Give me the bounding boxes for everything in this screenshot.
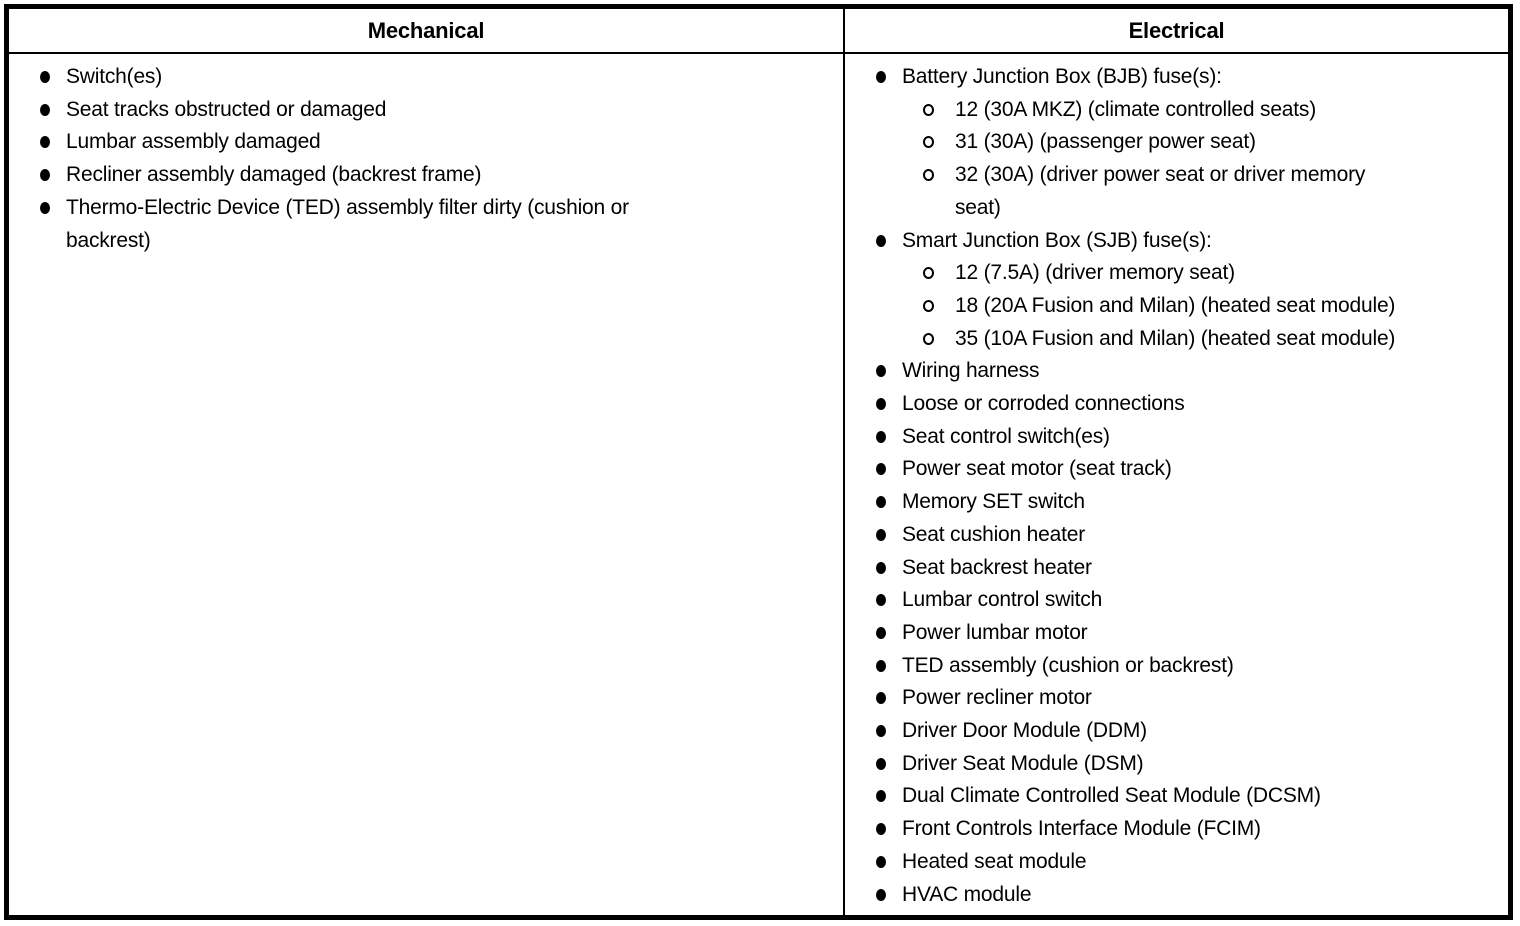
circle-icon <box>923 103 934 116</box>
circle-icon <box>923 332 934 345</box>
bullet-icon <box>40 103 50 116</box>
list-item: Lumbar assembly damaged <box>9 126 843 159</box>
list-item: Smart Junction Box (SJB) fuse(s): <box>845 225 1508 258</box>
list-item: Driver Door Module (DDM) <box>845 715 1508 748</box>
bullet-icon <box>876 626 886 639</box>
sub-list-item-label: 18 (20A Fusion and Milan) (heated seat m… <box>955 293 1396 317</box>
list-item: Thermo-Electric Device (TED) assembly fi… <box>9 192 843 257</box>
list-item-label: Front Controls Interface Module (FCIM) <box>902 817 1261 841</box>
list-item: Seat backrest heater <box>845 552 1508 585</box>
list-item-label: Driver Door Module (DDM) <box>902 719 1147 743</box>
bullet-icon <box>876 659 886 672</box>
list-item: Seat control switch(es) <box>845 421 1508 454</box>
mechanical-list: Switch(es) Seat tracks obstructed or dama… <box>9 54 845 915</box>
bullet-icon <box>40 169 50 182</box>
list-item: Switch(es) <box>9 61 843 94</box>
list-item-label: Battery Junction Box (BJB) fuse(s): <box>902 65 1222 88</box>
diagnosis-table: Mechanical Electrical Switch(es) Seat tra… <box>4 4 1513 920</box>
list-item: Seat tracks obstructed or damaged <box>9 94 843 127</box>
list-item-label: Seat control switch(es) <box>902 424 1110 448</box>
electrical-list: Battery Junction Box (BJB) fuse(s): 12 (3… <box>845 54 1508 915</box>
bullet-icon <box>876 692 886 705</box>
list-item: Lumbar control switch <box>845 584 1508 617</box>
circle-icon <box>923 299 934 312</box>
bullet-icon <box>876 790 886 803</box>
list-item-label: Seat tracks obstructed or damaged <box>66 97 387 121</box>
list-item-label: Power lumbar motor <box>902 620 1088 644</box>
list-item-label: Switch(es) <box>66 65 163 88</box>
bullet-icon <box>876 725 886 738</box>
list-item-label: Recliner assembly damaged (backrest fram… <box>66 163 482 187</box>
bullet-icon <box>876 757 886 770</box>
list-item-label: Loose or corroded connections <box>902 392 1185 416</box>
sub-list-item-label: 12 (7.5A) (driver memory seat) <box>955 261 1235 285</box>
column-header-electrical: Electrical <box>845 9 1508 54</box>
column-header-mechanical: Mechanical <box>9 9 845 54</box>
list-item: Seat cushion heater <box>845 519 1508 552</box>
list-item-label: Dual Climate Controlled Seat Module (DCS… <box>902 784 1321 808</box>
list-item-label: Power recliner motor <box>902 686 1092 710</box>
bullet-icon <box>876 496 886 509</box>
list-item: Driver Seat Module (DSM) <box>845 748 1508 781</box>
bullet-icon <box>876 463 886 476</box>
list-item-label: Seat cushion heater <box>902 522 1085 546</box>
list-item: Recliner assembly damaged (backrest fram… <box>9 159 843 192</box>
list-item: Front Controls Interface Module (FCIM) <box>845 813 1508 846</box>
list-item: Battery Junction Box (BJB) fuse(s): <box>845 61 1508 94</box>
list-item-label: Smart Junction Box (SJB) fuse(s): <box>902 228 1212 252</box>
sub-list-item: 12 (30A MKZ) (climate controlled seats) <box>845 94 1508 127</box>
bullet-icon <box>876 398 886 411</box>
list-item-label: Power seat motor (seat track) <box>902 457 1172 481</box>
list-item-label: Lumbar control switch <box>902 588 1103 612</box>
circle-icon <box>923 169 934 182</box>
sub-list-item: 18 (20A Fusion and Milan) (heated seat m… <box>845 290 1508 323</box>
sub-list-item-label: 12 (30A MKZ) (climate controlled seats) <box>955 97 1317 121</box>
bullet-icon <box>876 234 886 247</box>
sub-list-item-label: 35 (10A Fusion and Milan) (heated seat m… <box>955 326 1396 350</box>
sub-list-item-label: 32 (30A) (driver power seat or driver me… <box>955 163 1366 219</box>
list-item-label: Lumbar assembly damaged <box>66 130 321 154</box>
list-item: HVAC module <box>845 879 1508 912</box>
sub-list-item: 12 (7.5A) (driver memory seat) <box>845 257 1508 290</box>
bullet-icon <box>876 823 886 836</box>
list-item-label: Wiring harness <box>902 359 1040 383</box>
bullet-icon <box>876 430 886 443</box>
list-item: Loose or corroded connections <box>845 388 1508 421</box>
bullet-icon <box>40 71 50 83</box>
bullet-icon <box>40 136 50 149</box>
list-item: Memory SET switch <box>845 486 1508 519</box>
list-item: Dual Climate Controlled Seat Module (DCS… <box>845 780 1508 813</box>
list-item-label: Memory SET switch <box>902 490 1085 514</box>
list-item: Power lumbar motor <box>845 617 1508 650</box>
list-item: Heated seat module <box>845 846 1508 879</box>
list-item-label: HVAC module <box>902 882 1032 906</box>
bullet-icon <box>876 888 886 901</box>
bullet-icon <box>876 71 886 83</box>
circle-icon <box>923 267 934 280</box>
list-item-label: TED assembly (cushion or backrest) <box>902 653 1234 677</box>
list-item: Power seat motor (seat track) <box>845 453 1508 486</box>
bullet-icon <box>876 594 886 607</box>
sub-list-item: 35 (10A Fusion and Milan) (heated seat m… <box>845 323 1508 356</box>
list-item-label: Seat backrest heater <box>902 555 1092 579</box>
list-item: Wiring harness <box>845 355 1508 388</box>
list-item-label: Heated seat module <box>902 849 1087 873</box>
bullet-icon <box>876 365 886 378</box>
bullet-icon <box>876 561 886 574</box>
sub-list-item: 31 (30A) (passenger power seat) <box>845 126 1508 159</box>
bullet-icon <box>876 528 886 541</box>
list-item: TED assembly (cushion or backrest) <box>845 650 1508 683</box>
bullet-icon <box>40 201 50 214</box>
bullet-icon <box>876 855 886 868</box>
sub-list-item-label: 31 (30A) (passenger power seat) <box>955 130 1256 154</box>
sub-list-item: 32 (30A) (driver power seat or driver me… <box>845 159 1508 224</box>
list-item-label: Thermo-Electric Device (TED) assembly fi… <box>66 195 629 252</box>
circle-icon <box>923 136 934 149</box>
list-item-label: Driver Seat Module (DSM) <box>902 751 1144 775</box>
list-item: Power recliner motor <box>845 682 1508 715</box>
